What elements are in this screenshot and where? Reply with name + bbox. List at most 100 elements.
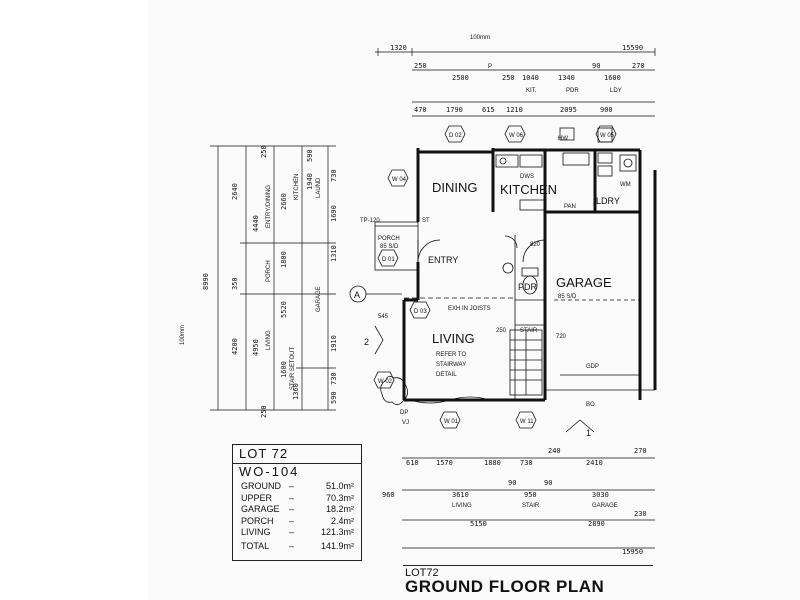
tag-d02: D 02 <box>449 133 462 139</box>
refer-note-2: STAIRWAY <box>436 362 466 368</box>
dim-820: 820 <box>530 242 541 248</box>
top-dim-row2: 1600 <box>604 74 621 82</box>
stair-flights <box>509 329 543 396</box>
garage-door-note: 85 S/D <box>558 294 577 300</box>
left-label-entry-dining: ENTRY/DINING <box>266 185 272 228</box>
bottom-dim-row1: 1570 <box>436 459 453 467</box>
tag-d01: D 01 <box>382 257 395 263</box>
left-dim: 250 <box>260 145 268 158</box>
top-dim-row3: 470 <box>414 106 427 114</box>
refer-note-1: REFER TO <box>436 352 466 358</box>
top-dim-row2: 90 <box>592 62 600 70</box>
room-kitchen: KITCHEN <box>500 182 557 197</box>
porch-sd: 85 S/D <box>380 244 399 250</box>
area-row: GARAGE– 18.2m² <box>241 504 355 514</box>
top-label-pdr: PDR <box>566 88 579 94</box>
top-dim-row2: 250 <box>502 74 515 82</box>
bottom-dim-row1: 730 <box>520 459 533 467</box>
top-dim-1320: 1320 <box>390 44 407 52</box>
bottom-label-garage: GARAGE <box>592 503 618 509</box>
shrub-icon <box>380 376 408 405</box>
left-dim: 2660 <box>280 193 288 210</box>
exh-note: EXH IN JOISTS <box>448 306 491 312</box>
left-dim: 5520 <box>280 301 288 318</box>
left-label-porch: PORCH <box>266 260 272 282</box>
tag-w01: W 01 <box>444 419 459 425</box>
top-label-ldy: LDY <box>610 88 622 94</box>
area-name: LIVING <box>241 527 271 537</box>
area-row: GROUND– 51.0m² <box>241 481 355 491</box>
area-row: UPPER– 70.3m² <box>241 492 355 503</box>
bottom-label-living: LIVING <box>452 503 472 509</box>
room-porch: PORCH <box>378 236 400 242</box>
top-dim-row3: 615 <box>482 106 495 114</box>
hw-note: HW <box>558 136 568 142</box>
tag-w02: W 02 <box>378 379 393 385</box>
bottom-dim-row1: 1880 <box>484 459 501 467</box>
tag-w11: W 11 <box>520 419 534 425</box>
area-row: PORCH– 2.4m² <box>241 515 355 526</box>
area-table: GROUND– 51.0m² UPPER– 70.3m² GARAGE– 18.… <box>241 481 354 552</box>
bottom-dim-row2: 960 <box>382 491 395 499</box>
scale-note: 100mm <box>470 35 490 41</box>
area-total-name: TOTAL <box>241 540 270 551</box>
door-swings <box>417 235 546 263</box>
tag-w04: W 04 <box>392 177 407 183</box>
plan-lot-label: LOT72 <box>405 567 439 579</box>
left-label-living: LIVING <box>266 330 272 350</box>
dim-545: 545 <box>378 314 389 320</box>
bottom-dim-row2: 90 <box>544 479 552 487</box>
top-dim-row2: 250 <box>414 62 427 70</box>
room-garage: GARAGE <box>556 275 612 290</box>
room-living: LIVING <box>432 331 475 346</box>
bottom-dim-overall: 15950 <box>622 548 643 556</box>
area-value: 121.3m² <box>320 527 355 537</box>
top-dim-row2: 1340 <box>558 74 575 82</box>
drawing-sheet <box>148 0 800 600</box>
tp-note: TP-120 <box>360 218 380 224</box>
bottom-dim-row1: 270 <box>634 447 647 455</box>
area-schedule-code: WO-104 <box>239 464 300 479</box>
bottom-dim-row2: 3610 <box>452 491 469 499</box>
area-value: 70.3m² <box>326 492 355 503</box>
room-ldry: LDRY <box>596 196 620 206</box>
left-dim: 1800 <box>280 251 288 268</box>
top-dim-row2: 2500 <box>452 74 469 82</box>
bottom-dim-side: 230 <box>634 510 647 518</box>
area-name: UPPER <box>241 492 273 503</box>
top-dim-15590: 15590 <box>622 44 643 52</box>
room-entry: ENTRY <box>428 255 458 265</box>
area-name: PORCH <box>241 515 274 526</box>
top-dim-row3: 1790 <box>446 106 463 114</box>
left-dim-overall: 8990 <box>202 273 210 290</box>
tag-w06: W 06 <box>509 133 524 139</box>
area-total-row: TOTAL– 141.9m² <box>241 540 355 551</box>
bottom-dim-row1: 610 <box>406 459 419 467</box>
pan-note: PAN <box>564 204 576 210</box>
left-dim: 1360 <box>292 383 300 400</box>
left-label-stair-setout: STAIR SETOUT <box>290 347 296 390</box>
left-dim: 1940 <box>306 173 314 190</box>
kitchen-fittings <box>495 127 637 211</box>
left-dimension-lines <box>210 145 336 411</box>
area-value: 18.2m² <box>326 504 355 514</box>
bottom-dim-row3: 5150 <box>470 520 487 528</box>
bottom-dim-row2: 3030 <box>592 491 609 499</box>
bottom-dim-row1: 2410 <box>586 459 603 467</box>
pdr-fittings <box>502 262 539 295</box>
section-a-label: A <box>354 290 360 300</box>
area-total-value: 141.9m² <box>320 540 355 551</box>
area-name: GROUND <box>241 481 281 491</box>
bottom-dimension-lines <box>402 457 655 549</box>
left-dim: 730 <box>330 372 338 385</box>
bottom-dim-row2: 950 <box>524 491 537 499</box>
area-row: LIVING– 121.3m² <box>241 527 355 537</box>
stair-note: STAIR <box>520 328 538 334</box>
top-dim-row3: 2095 <box>560 106 577 114</box>
page-margin <box>0 0 148 600</box>
left-dim: 1690 <box>330 205 338 222</box>
area-value: 2.4m² <box>331 515 355 526</box>
top-dim-row3: 1210 <box>506 106 523 114</box>
top-dimension-lines <box>375 48 656 117</box>
lot-number-box: LOT 72 <box>232 444 362 464</box>
